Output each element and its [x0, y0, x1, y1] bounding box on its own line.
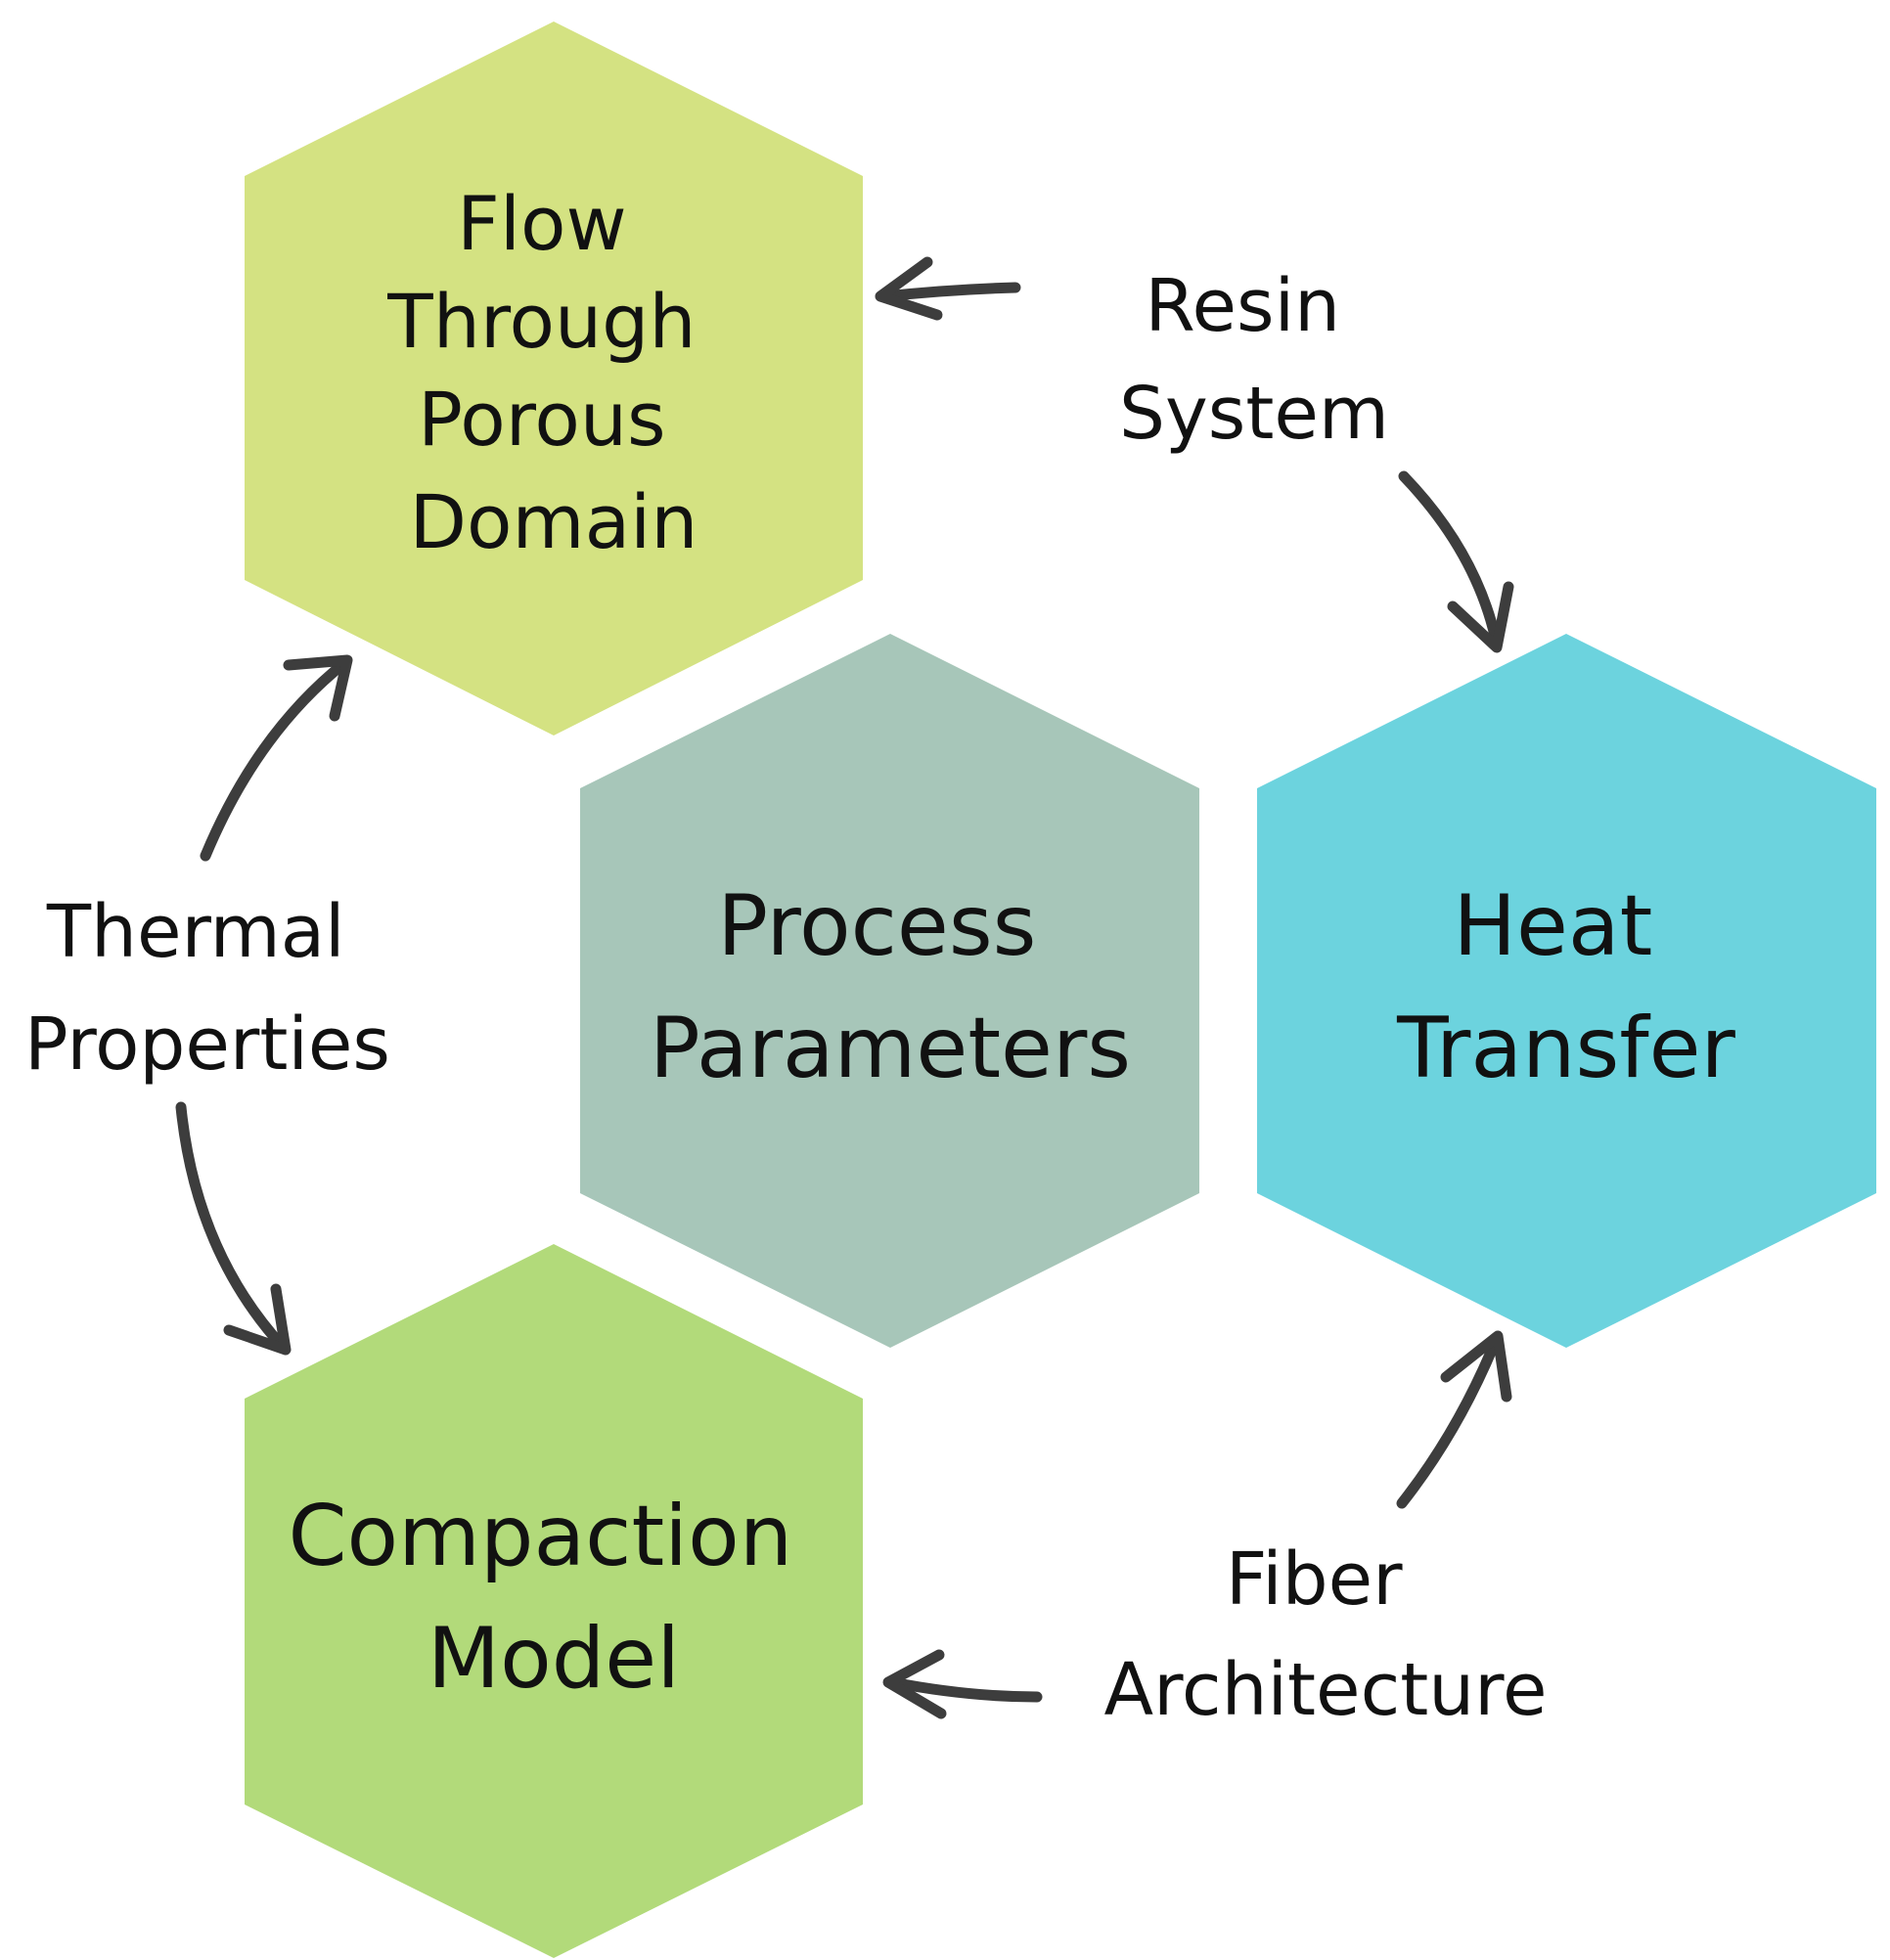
arrow-fiber-to-heat-line [1396, 1332, 1503, 1509]
heat-label-line-2: Transfer [1396, 1000, 1735, 1097]
hexagon-compaction-model: Compaction Model [245, 1244, 863, 1958]
hexagon-compaction-label: Compaction Model [288, 1488, 819, 1708]
hexagon-flow-shape [245, 22, 863, 735]
thermal-label-line-1: Thermal [46, 890, 345, 974]
arrow-thermal-to-flow-head [283, 654, 353, 722]
compaction-label-line-1: Compaction [288, 1488, 792, 1585]
hexagon-compaction-shape [245, 1244, 863, 1958]
arrow-resin-to-heat [1398, 470, 1514, 653]
hexagon-heat-label: Heat Transfer [1396, 877, 1735, 1097]
hexagon-flow-label: Flow Through Porous Domain [386, 180, 719, 565]
process-label-line-1: Process [717, 877, 1036, 975]
resin-label-line-2: System [1119, 372, 1389, 456]
flow-label-line-1: Flow [457, 180, 627, 267]
compaction-label-line-2: Model [428, 1610, 680, 1708]
flow-label-line-4: Domain [410, 478, 698, 565]
hexagon-process-shape [580, 634, 1199, 1348]
arrow-resin-to-flow-line [879, 282, 1021, 302]
process-label-line-2: Parameters [650, 1000, 1131, 1097]
label-fiber-architecture: Fiber Architecture [1103, 1537, 1547, 1732]
heat-label-line-1: Heat [1453, 877, 1652, 975]
arrow-resin-to-flow [875, 256, 1021, 321]
hexagon-heat-transfer: Heat Transfer [1257, 634, 1876, 1348]
hexagon-process-parameters: Process Parameters [580, 634, 1199, 1348]
arrow-thermal-to-flow [200, 654, 353, 862]
arrow-resin-to-flow-head [875, 256, 943, 321]
arrow-fiber-to-heat [1396, 1330, 1512, 1509]
arrow-fiber-to-compaction-line [886, 1676, 1043, 1703]
hexagon-flow-through-porous-domain: Flow Through Porous Domain [245, 22, 863, 735]
hexagon-heat-shape [1257, 634, 1876, 1348]
thermal-label-line-2: Properties [24, 1002, 390, 1087]
arrow-thermal-to-compaction-head [223, 1283, 292, 1356]
fiber-label-line-2: Architecture [1103, 1648, 1547, 1732]
hexagon-process-label: Process Parameters [650, 877, 1131, 1097]
flow-label-line-2: Through [386, 278, 696, 365]
label-thermal-properties: Thermal Properties [24, 890, 390, 1087]
arrow-thermal-to-compaction [175, 1101, 292, 1356]
label-resin-system: Resin System [1119, 264, 1389, 456]
arrow-fiber-to-heat-head [1440, 1330, 1512, 1403]
resin-label-line-1: Resin [1145, 264, 1340, 348]
fiber-label-line-1: Fiber [1226, 1537, 1403, 1622]
arrow-resin-to-heat-head [1447, 581, 1514, 653]
arrow-resin-to-heat-line [1398, 470, 1503, 649]
arrow-fiber-to-compaction-head [882, 1649, 947, 1719]
flow-label-line-3: Porous [418, 376, 665, 463]
arrow-thermal-to-compaction-line [175, 1101, 290, 1354]
arrow-fiber-to-compaction [882, 1649, 1043, 1719]
arrow-thermal-to-flow-line [200, 657, 350, 862]
